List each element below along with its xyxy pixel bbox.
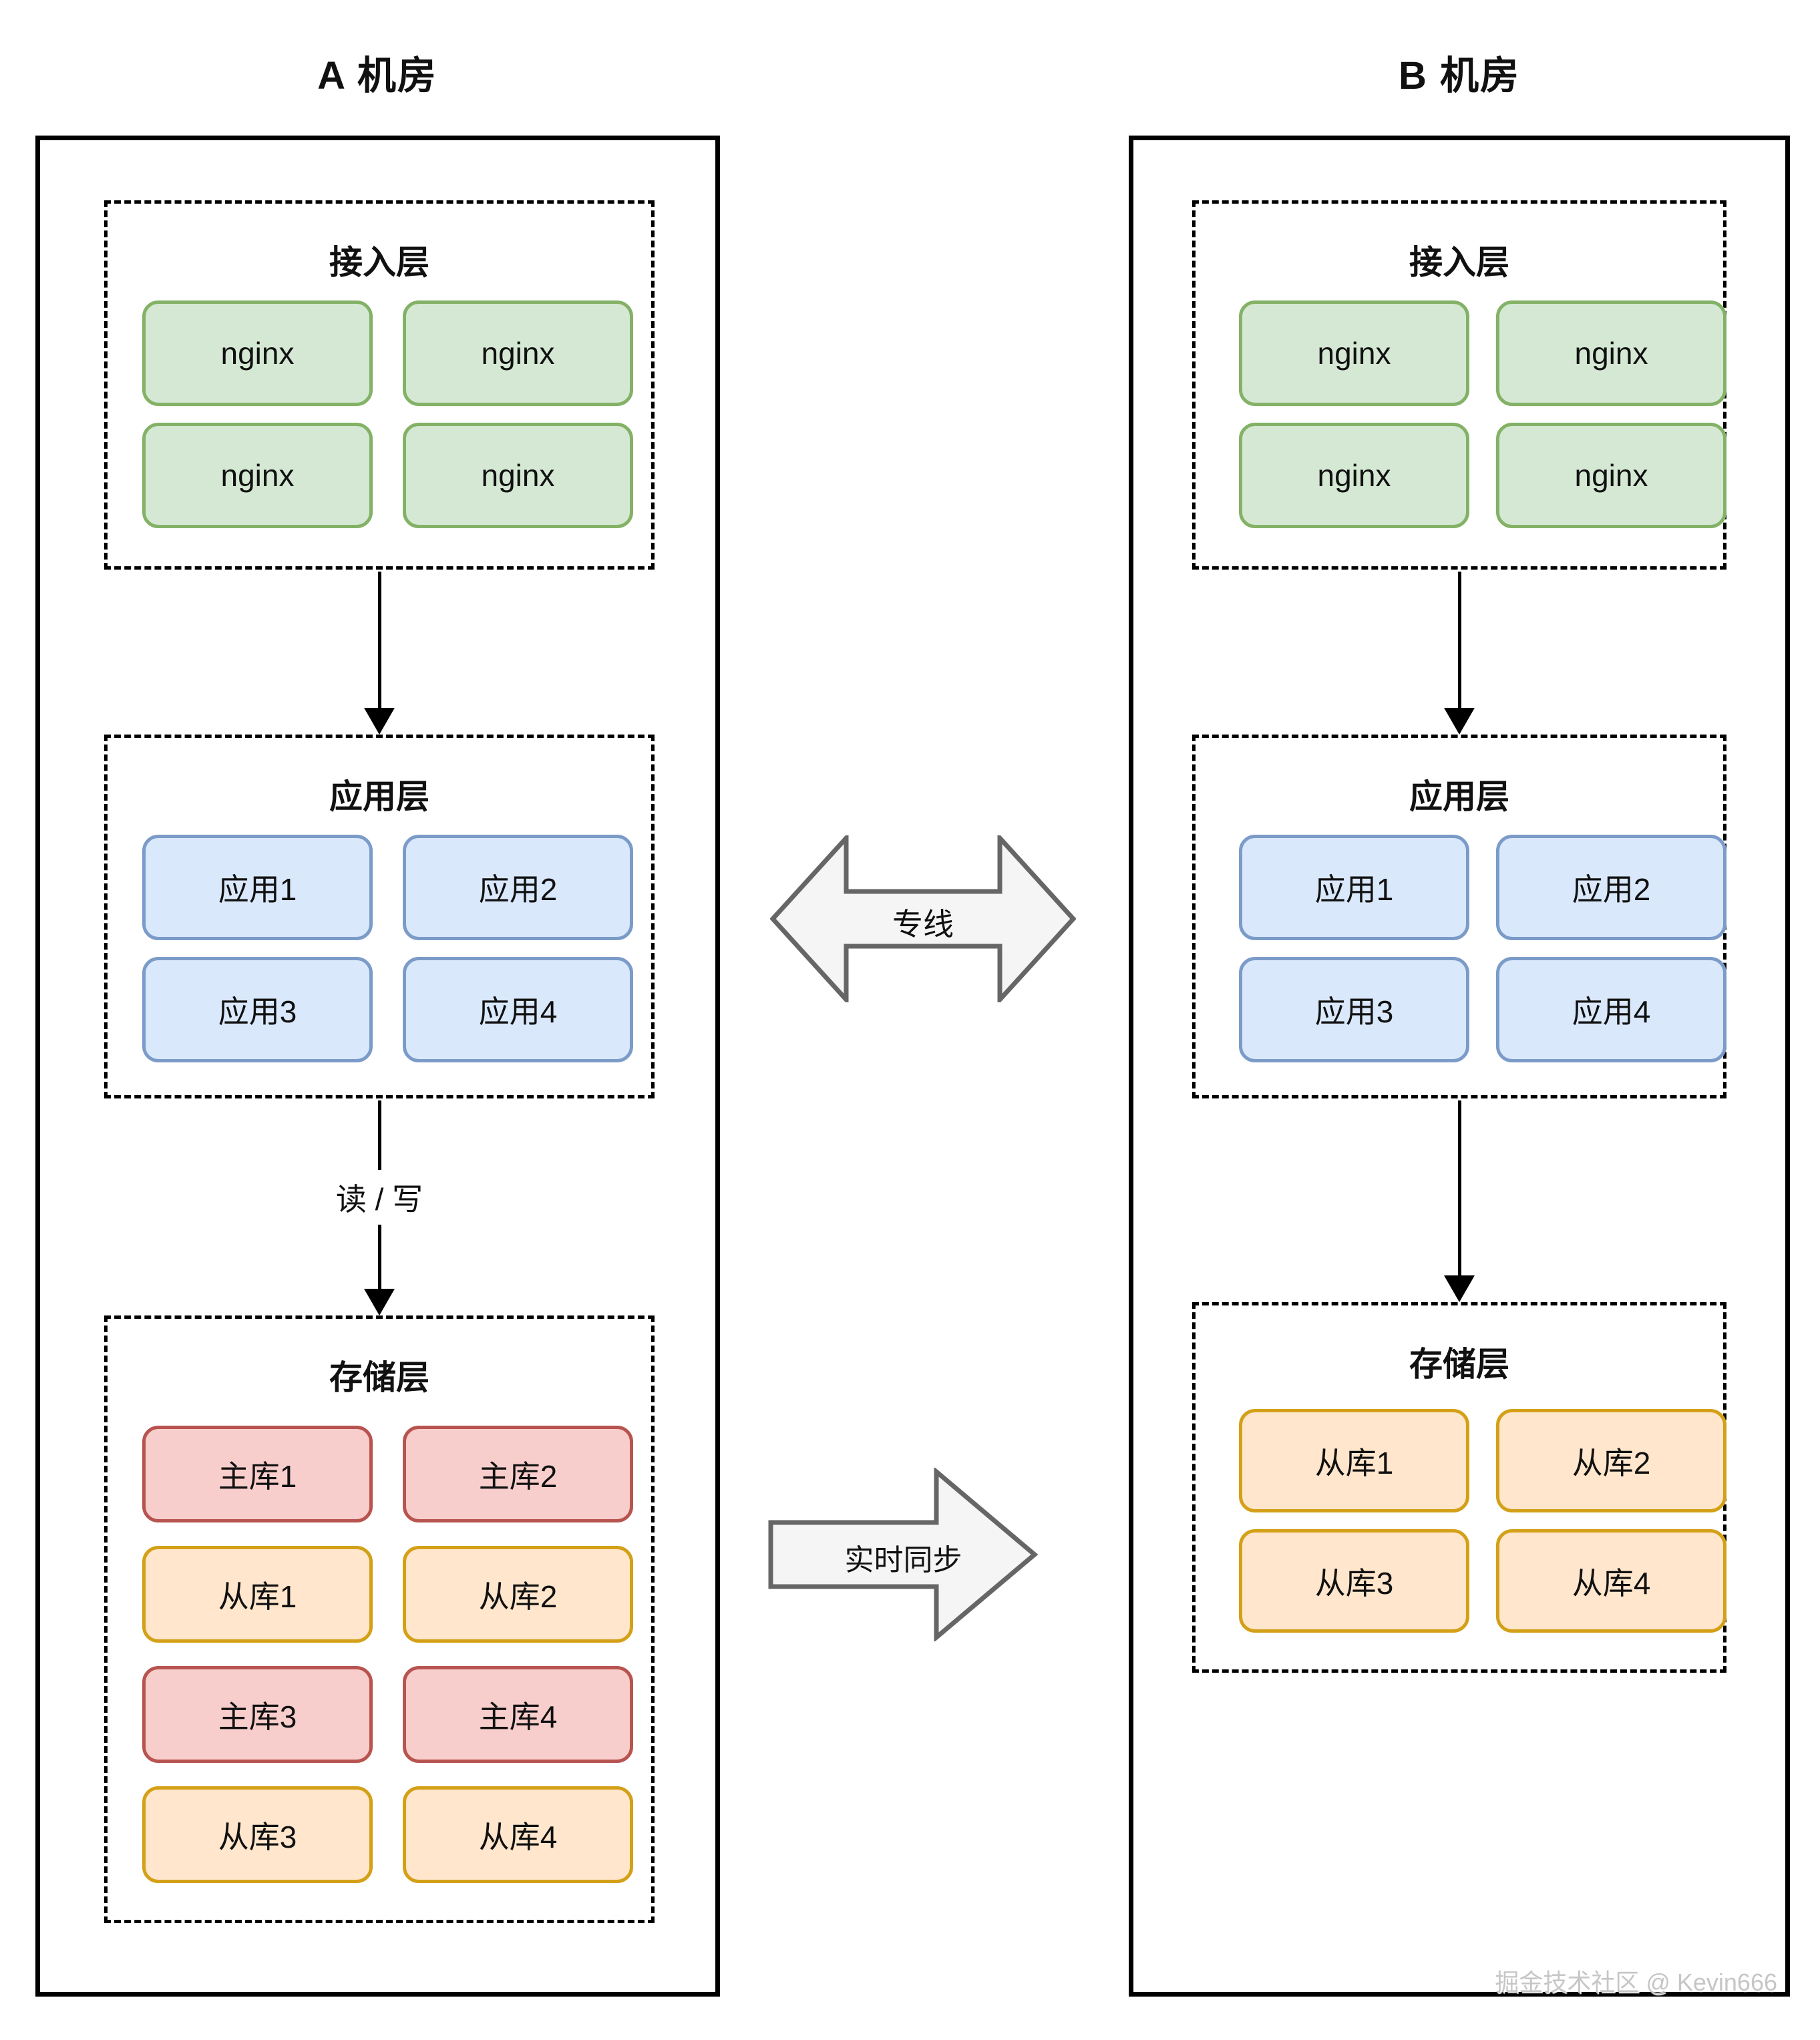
- room-b-access-layer: 接入层 nginx nginx nginx nginx: [1192, 200, 1726, 570]
- arrowhead-icon: [1444, 708, 1475, 735]
- room-b-title: B 机房: [1398, 54, 1521, 97]
- arrowhead-icon: [364, 1289, 395, 1315]
- arrowhead-icon: [364, 708, 395, 735]
- room-b-storage-layer: 存储层 从库1 从库2 从库3 从库4: [1192, 1302, 1726, 1673]
- node-nginx: nginx: [403, 300, 633, 406]
- room-b-app-layer: 应用层 应用1 应用2 应用3 应用4: [1192, 735, 1726, 1098]
- node-app: 应用4: [403, 957, 633, 1062]
- node-slave-db: 从库1: [1239, 1409, 1469, 1512]
- node-app: 应用2: [403, 835, 633, 940]
- room-a-storage-title: 存储层: [329, 1359, 429, 1396]
- node-nginx: nginx: [1496, 300, 1726, 406]
- node-slave-db: 从库4: [403, 1786, 633, 1883]
- node-nginx: nginx: [403, 423, 633, 528]
- room-b-storage-title: 存储层: [1409, 1346, 1509, 1383]
- node-nginx: nginx: [142, 423, 373, 528]
- node-master-db: 主库4: [403, 1666, 633, 1763]
- node-master-db: 主库2: [403, 1426, 633, 1522]
- node-nginx: nginx: [1239, 300, 1469, 406]
- node-app: 应用4: [1496, 957, 1726, 1062]
- room-a-title: A 机房: [317, 54, 437, 97]
- double-arrow-icon: [770, 835, 1076, 1002]
- room-b-access-title: 接入层: [1409, 244, 1509, 281]
- realtime-sync-label: 实时同步: [844, 1544, 962, 1577]
- room-a-access-title: 接入层: [329, 244, 429, 281]
- room-a-storage-layer: 存储层 主库1 主库2 从库1 从库2 主库3 主库4 从库3 从库4: [104, 1315, 655, 1923]
- watermark: 掘金技术社区 @ Kevin666: [1495, 1969, 1777, 1996]
- arrow-a-access-to-app: [364, 572, 395, 735]
- node-slave-db: 从库4: [1496, 1529, 1726, 1633]
- room-a-access-layer: 接入层 nginx nginx nginx nginx: [104, 200, 655, 570]
- node-nginx: nginx: [1496, 423, 1726, 528]
- room-b-app-title: 应用层: [1409, 778, 1509, 815]
- arrow-b-app-to-storage: [1444, 1100, 1475, 1302]
- read-write-label: 读 / 写: [323, 1170, 435, 1225]
- node-slave-db: 从库1: [142, 1546, 373, 1643]
- realtime-sync-arrow: 实时同步: [768, 1468, 1039, 1641]
- node-app: 应用3: [1239, 957, 1469, 1062]
- room-a-app-layer: 应用层 应用1 应用2 应用3 应用4: [104, 735, 655, 1098]
- right-arrow-icon: [768, 1468, 1039, 1641]
- node-slave-db: 从库2: [1496, 1409, 1726, 1512]
- node-slave-db: 从库3: [142, 1786, 373, 1883]
- node-app: 应用1: [142, 835, 373, 940]
- arrowhead-icon: [1444, 1275, 1475, 1302]
- node-app: 应用2: [1496, 835, 1726, 940]
- node-slave-db: 从库2: [403, 1546, 633, 1643]
- dedicated-line-label: 专线: [892, 907, 954, 942]
- dedicated-line-arrow: 专线: [770, 835, 1076, 1002]
- node-master-db: 主库3: [142, 1666, 373, 1763]
- node-app: 应用1: [1239, 835, 1469, 940]
- arrow-b-access-to-app: [1444, 572, 1475, 735]
- room-a-app-title: 应用层: [329, 778, 429, 815]
- node-nginx: nginx: [1239, 423, 1469, 528]
- node-master-db: 主库1: [142, 1426, 373, 1522]
- node-nginx: nginx: [142, 300, 373, 406]
- node-slave-db: 从库3: [1239, 1529, 1469, 1633]
- node-app: 应用3: [142, 957, 373, 1062]
